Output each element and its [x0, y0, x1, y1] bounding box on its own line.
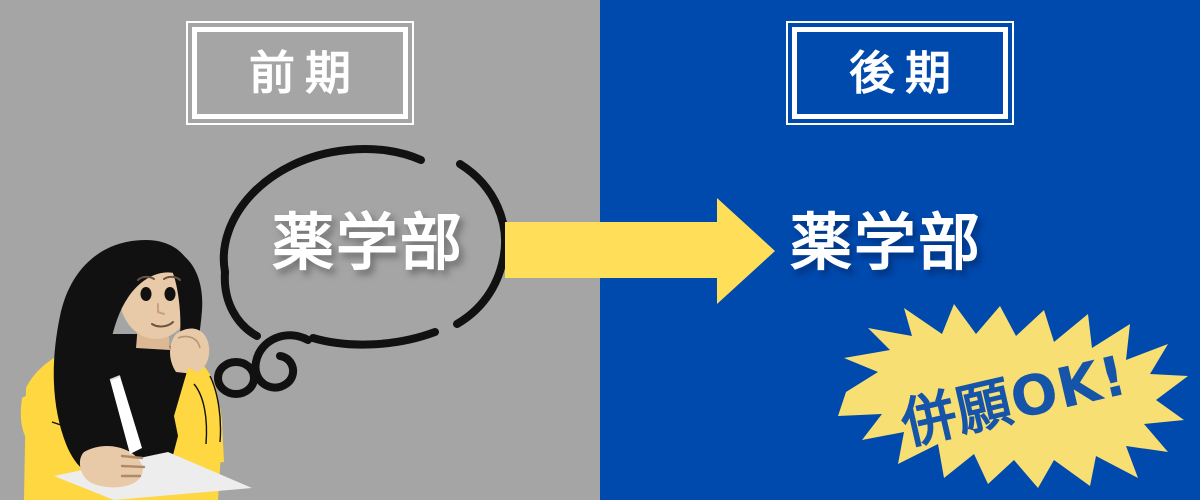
- left-label-text: 前期: [249, 46, 361, 100]
- right-label-box: 後期: [786, 21, 1014, 125]
- starburst-badge: 併願OK!: [838, 300, 1188, 490]
- right-arrow-icon: [505, 198, 775, 304]
- right-label-text: 後期: [849, 46, 961, 100]
- starburst-shape-icon: [838, 304, 1188, 488]
- left-label-box: 前期: [186, 21, 414, 125]
- left-headline: 薬学部: [272, 206, 465, 279]
- right-headline: 薬学部: [790, 206, 983, 279]
- student-thinking-illustration: [20, 240, 252, 500]
